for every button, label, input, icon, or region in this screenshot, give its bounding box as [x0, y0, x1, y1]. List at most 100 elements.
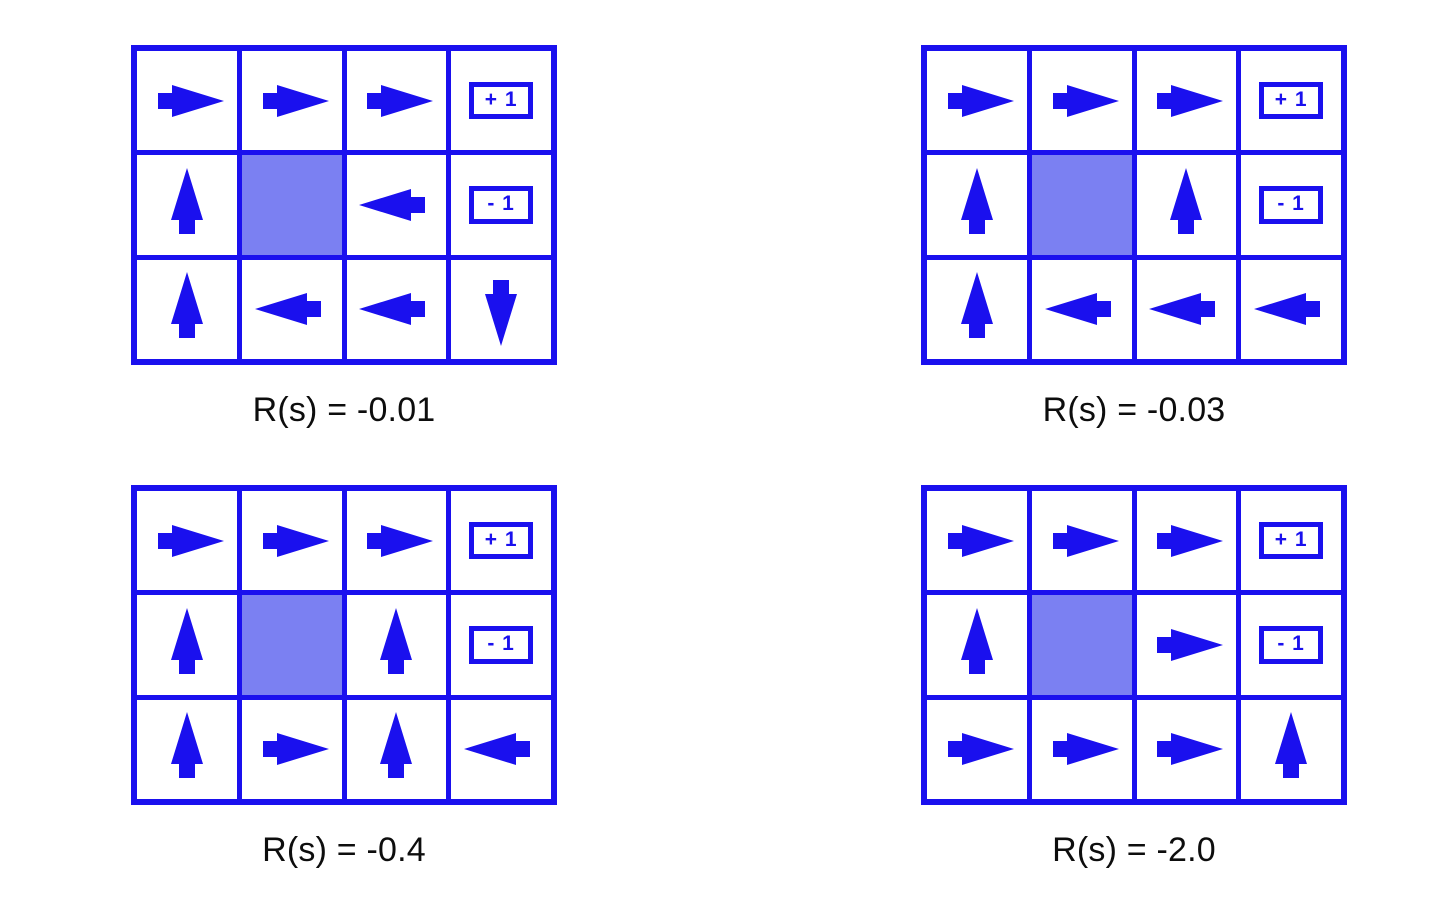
- arrow-left-icon: [1254, 288, 1328, 330]
- arrow-right-icon: [940, 520, 1014, 562]
- reward-badge-negative: - 1: [469, 626, 534, 664]
- wall-cell: [241, 595, 342, 695]
- terminal-cell[interactable]: - 1: [451, 155, 551, 255]
- policy-cell[interactable]: [137, 259, 237, 359]
- arrow-up-icon: [375, 607, 417, 682]
- terminal-cell[interactable]: + 1: [451, 491, 551, 591]
- reward-badge-positive: + 1: [1259, 522, 1324, 560]
- policy-cell[interactable]: [927, 51, 1027, 151]
- policy-cell[interactable]: [346, 491, 447, 591]
- policy-cell[interactable]: [1136, 595, 1237, 695]
- policy-cell[interactable]: [346, 155, 447, 255]
- policy-cell[interactable]: [241, 259, 342, 359]
- policy-cell[interactable]: [1136, 259, 1237, 359]
- policy-cell[interactable]: [1136, 51, 1237, 151]
- policy-cell[interactable]: [927, 491, 1027, 591]
- reward-badge-positive: + 1: [1259, 82, 1324, 120]
- arrow-right-icon: [940, 728, 1014, 770]
- arrow-right-icon: [359, 520, 434, 562]
- arrow-right-icon: [1149, 80, 1224, 122]
- arrow-right-icon: [940, 80, 1014, 122]
- policy-cell[interactable]: [927, 699, 1027, 799]
- arrow-right-icon: [150, 520, 224, 562]
- arrow-up-icon: [1165, 167, 1207, 242]
- policy-cell[interactable]: [927, 259, 1027, 359]
- policy-cell[interactable]: [927, 595, 1027, 695]
- arrow-up-icon: [166, 712, 208, 786]
- policy-cell[interactable]: [1031, 259, 1132, 359]
- policy-cell[interactable]: [241, 51, 342, 151]
- reward-badge-positive: + 1: [469, 82, 534, 120]
- arrow-up-icon: [1270, 712, 1312, 786]
- panel-caption: R(s) = -0.01: [252, 391, 436, 429]
- policy-cell[interactable]: [346, 259, 447, 359]
- gridworld-grid: + 1 - 1: [921, 45, 1347, 365]
- policy-cell[interactable]: [137, 155, 237, 255]
- arrow-left-icon: [359, 184, 433, 226]
- policy-cell[interactable]: [346, 699, 447, 799]
- arrow-right-icon: [359, 80, 434, 122]
- reward-badge-negative: - 1: [1259, 186, 1324, 224]
- policy-cell[interactable]: [1031, 699, 1132, 799]
- policy-cell[interactable]: [927, 155, 1027, 255]
- policy-cell[interactable]: [1136, 699, 1237, 799]
- policy-cell[interactable]: [451, 259, 551, 359]
- terminal-cell[interactable]: - 1: [1241, 155, 1341, 255]
- arrow-up-icon: [166, 272, 208, 346]
- panel-caption: R(s) = -2.0: [1052, 831, 1216, 869]
- policy-panel: + 1 - 1 R(s) = -0.03: [921, 45, 1347, 430]
- arrow-up-icon: [956, 167, 998, 242]
- policy-cell[interactable]: [346, 595, 447, 695]
- arrow-left-icon: [254, 288, 329, 330]
- terminal-cell[interactable]: - 1: [1241, 595, 1341, 695]
- policy-cell[interactable]: [346, 51, 447, 151]
- arrow-up-icon: [166, 167, 208, 242]
- arrow-right-icon: [1149, 624, 1224, 666]
- policy-panel: + 1 - 1 R(s) = -0.01: [131, 45, 557, 430]
- arrow-right-icon: [150, 80, 224, 122]
- reward-badge-negative: - 1: [469, 186, 534, 224]
- wall-cell: [241, 155, 342, 255]
- arrow-right-icon: [1045, 80, 1119, 122]
- terminal-cell[interactable]: + 1: [1241, 491, 1341, 591]
- policy-cell[interactable]: [1031, 51, 1132, 151]
- policy-panel: + 1 - 1 R(s) = -2.0: [921, 485, 1347, 870]
- terminal-cell[interactable]: - 1: [451, 595, 551, 695]
- arrow-right-icon: [1045, 728, 1119, 770]
- arrow-down-icon: [480, 272, 522, 347]
- policy-cell[interactable]: [137, 699, 237, 799]
- arrow-right-icon: [255, 728, 329, 770]
- arrow-up-icon: [956, 607, 998, 682]
- arrow-right-icon: [1149, 520, 1224, 562]
- policy-cell[interactable]: [241, 491, 342, 591]
- arrow-up-icon: [166, 607, 208, 682]
- arrow-left-icon: [359, 288, 433, 330]
- policy-cell[interactable]: [241, 699, 342, 799]
- policy-cell[interactable]: [451, 699, 551, 799]
- gridworld-grid: + 1 - 1: [921, 485, 1347, 805]
- policy-cell[interactable]: [137, 491, 237, 591]
- gridworld-grid: + 1 - 1: [131, 45, 557, 365]
- panel-caption: R(s) = -0.03: [1042, 391, 1226, 429]
- terminal-cell[interactable]: + 1: [451, 51, 551, 151]
- wall-cell: [1031, 155, 1132, 255]
- policy-cell[interactable]: [137, 595, 237, 695]
- policy-cell[interactable]: [1031, 491, 1132, 591]
- arrow-up-icon: [375, 712, 417, 786]
- policy-cell[interactable]: [1136, 155, 1237, 255]
- gridworld-grid: + 1 - 1: [131, 485, 557, 805]
- policy-cell[interactable]: [1136, 491, 1237, 591]
- arrow-right-icon: [1045, 520, 1119, 562]
- policy-cell[interactable]: [1241, 259, 1341, 359]
- arrow-right-icon: [1149, 728, 1224, 770]
- arrow-up-icon: [956, 272, 998, 346]
- arrow-right-icon: [255, 520, 329, 562]
- reward-badge-positive: + 1: [469, 522, 534, 560]
- arrow-left-icon: [1149, 288, 1223, 330]
- policy-cell[interactable]: [137, 51, 237, 151]
- terminal-cell[interactable]: + 1: [1241, 51, 1341, 151]
- policy-cell[interactable]: [1241, 699, 1341, 799]
- arrow-left-icon: [1044, 288, 1119, 330]
